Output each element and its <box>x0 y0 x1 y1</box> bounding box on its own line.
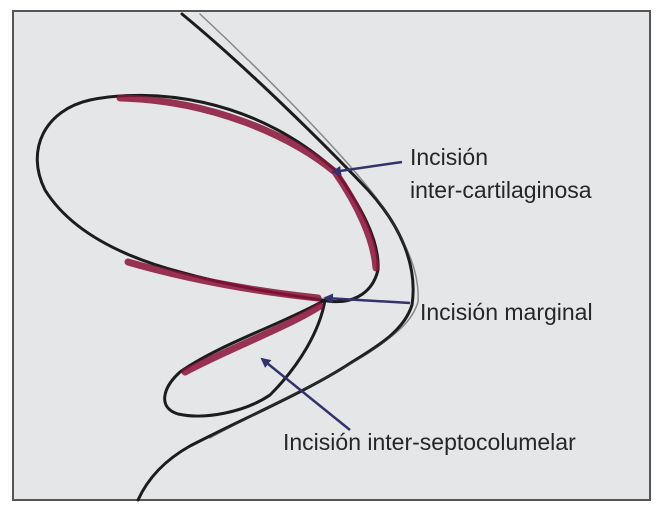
label-marginal: Incisión marginal <box>420 299 593 325</box>
label-intercartilaginous-line1: Incisión <box>410 144 488 170</box>
label-intercartilaginous-line2: inter-cartilaginosa <box>410 177 592 203</box>
diagram-panel <box>13 11 650 500</box>
label-interseptocolumellar: Incisión inter-septocolumelar <box>283 429 576 455</box>
